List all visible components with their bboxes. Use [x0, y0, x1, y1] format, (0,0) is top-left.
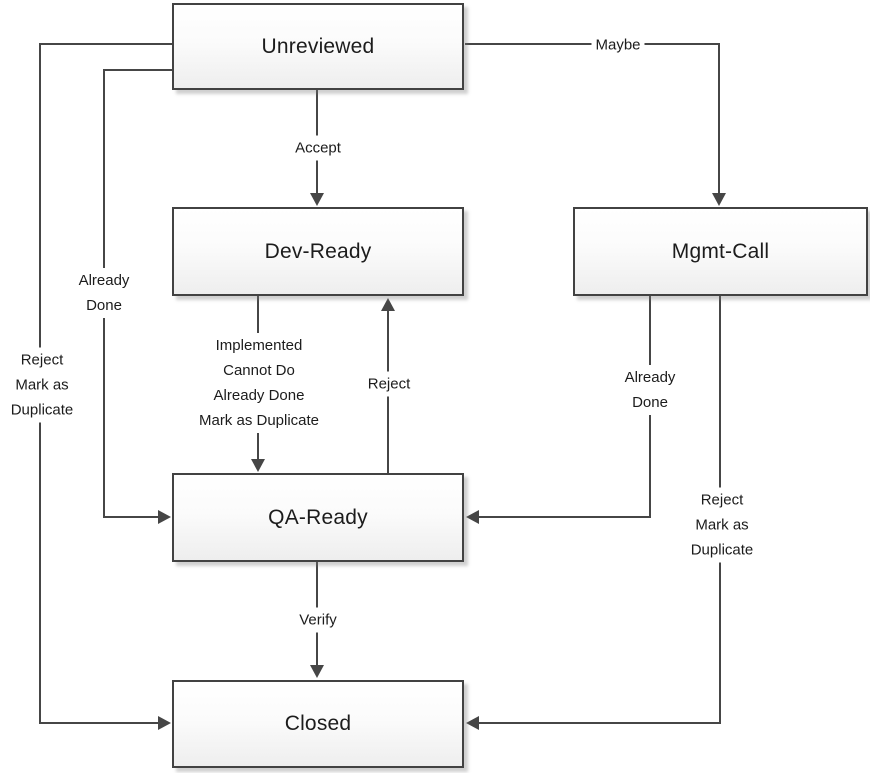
- edge-label-verify: Verify: [295, 607, 341, 633]
- edge-reject-arrowhead: [381, 298, 395, 311]
- edge-mgmt-call-to-qa-ready-arrowhead: [466, 510, 479, 524]
- edge-verify-arrowhead: [310, 665, 324, 678]
- node-unreviewed: Unreviewed: [172, 3, 464, 90]
- edge-unreviewed-to-mgmt-call: [465, 43, 726, 206]
- node-dev-ready-label: Dev-Ready: [264, 239, 372, 263]
- edge-maybe-line: [465, 43, 720, 194]
- edge-label-already-done-right: Already Done: [620, 365, 680, 415]
- edge-unreviewed-to-qa-ready-arrowhead: [158, 510, 171, 524]
- edge-unreviewed-to-closed-arrowhead: [158, 716, 171, 730]
- edge-label-reject-duplicate-right: Reject Mark as Duplicate: [686, 487, 758, 563]
- edge-label-maybe: Maybe: [591, 32, 645, 58]
- edge-mgmt-call-to-closed-arrowhead: [466, 716, 479, 730]
- node-qa-ready: QA-Ready: [172, 473, 464, 562]
- node-mgmt-call: Mgmt-Call: [573, 207, 868, 296]
- node-mgmt-call-label: Mgmt-Call: [671, 239, 770, 263]
- edge-dev-ready-to-qa-ready-arrowhead: [251, 459, 265, 472]
- edge-label-accept: Accept: [291, 135, 345, 161]
- edge-accept-arrowhead: [310, 193, 324, 206]
- edge-label-reject-duplicate-left: Reject Mark as Duplicate: [6, 347, 78, 423]
- node-dev-ready: Dev-Ready: [172, 207, 464, 296]
- edge-label-reject-center: Reject: [363, 371, 415, 397]
- node-closed-label: Closed: [284, 712, 352, 735]
- node-unreviewed-label: Unreviewed: [261, 34, 375, 58]
- edge-mgmt-call-to-closed-line: [478, 296, 721, 724]
- node-qa-ready-label: QA-Ready: [268, 505, 368, 529]
- edge-maybe-arrowhead: [712, 193, 726, 206]
- edge-label-already-done-left: Already Done: [74, 268, 134, 318]
- node-closed: Closed: [172, 680, 464, 768]
- edge-mgmt-call-to-closed: [466, 296, 721, 730]
- edge-label-implemented: Implemented Cannot Do Already Done Mark …: [194, 333, 324, 433]
